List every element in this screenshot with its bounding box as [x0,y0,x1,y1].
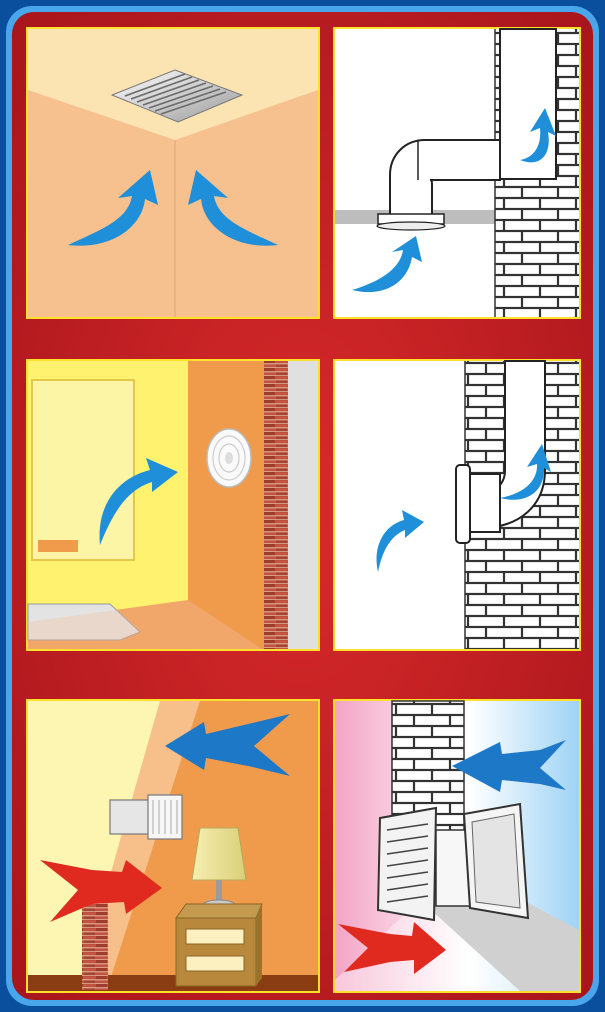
panel-ceiling-vent [27,28,319,318]
ceiling-diffuser-icon [377,214,445,230]
wall-vent-icon [456,465,470,543]
panel-wall-vent-to-duct [334,360,580,650]
panel-through-wall-fan-section [334,700,580,992]
nightstand-icon [176,904,262,986]
panel-duct-ceiling-to-wall [334,28,580,318]
panel-through-wall-fan-room [27,700,319,992]
brick-column-icon [264,361,288,649]
round-vent-icon [207,429,251,487]
wall-fan-icon [110,795,182,839]
panel-round-wall-vent [27,360,319,650]
